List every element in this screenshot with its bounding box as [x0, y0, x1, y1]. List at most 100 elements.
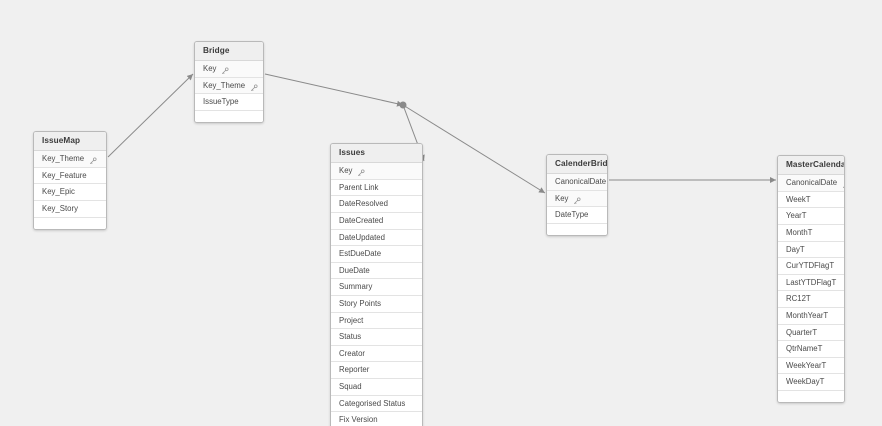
field-row[interactable]: Categorised Status: [331, 395, 422, 413]
field-label: Categorised Status: [339, 398, 406, 408]
field-label: WeekDayT: [786, 377, 825, 387]
field-label: EstDueDate: [339, 249, 382, 259]
field-label: DateResolved: [339, 199, 388, 209]
field-row[interactable]: Key: [331, 163, 422, 180]
table-card-calenderbridge[interactable]: CalenderBridgeCanonicalDateKeyDateType: [546, 154, 608, 236]
field-row[interactable]: IssueType: [195, 94, 263, 111]
key-icon: [357, 167, 365, 176]
field-label: Story Points: [339, 298, 382, 308]
field-row[interactable]: MonthT: [778, 224, 844, 242]
field-row[interactable]: CanonicalDate: [547, 174, 607, 191]
field-label: Key: [203, 64, 217, 74]
field-row[interactable]: Squad: [331, 378, 422, 396]
field-row[interactable]: DateCreated: [331, 212, 422, 230]
field-row[interactable]: Story Points: [331, 295, 422, 313]
key-icon: [573, 195, 581, 204]
field-row[interactable]: Summary: [331, 279, 422, 296]
field-label: Summary: [339, 282, 373, 292]
field-label: Key_Theme: [203, 80, 246, 90]
field-label: QuarterT: [786, 327, 818, 337]
field-row[interactable]: Reporter: [331, 362, 422, 379]
field-row[interactable]: DueDate: [331, 262, 422, 280]
field-row[interactable]: LastYTDFlagT: [778, 274, 844, 292]
field-row[interactable]: Project: [331, 312, 422, 330]
field-label: Fix Version: [339, 415, 378, 425]
field-row[interactable]: DateType: [547, 207, 607, 224]
field-row[interactable]: Key_Theme: [34, 151, 106, 168]
field-label: MonthYearT: [786, 310, 829, 320]
field-row[interactable]: Key: [547, 190, 607, 208]
field-label: MonthT: [786, 227, 813, 237]
table-footer-spacer: [547, 223, 607, 235]
field-row[interactable]: Key_Theme: [195, 77, 263, 95]
field-row[interactable]: WeekYearT: [778, 357, 844, 375]
field-label: Squad: [339, 381, 362, 391]
field-row[interactable]: WeekDayT: [778, 374, 844, 391]
field-row[interactable]: DateResolved: [331, 196, 422, 213]
field-row[interactable]: CanonicalDate: [778, 175, 844, 192]
field-label: Project: [339, 315, 364, 325]
key-icon: [221, 65, 229, 74]
field-label: Status: [339, 332, 362, 342]
table-footer-spacer: [195, 110, 263, 122]
field-row[interactable]: CurYTDFlagT: [778, 258, 844, 275]
field-row[interactable]: DayT: [778, 241, 844, 259]
field-label: LastYTDFlagT: [786, 277, 837, 287]
field-label: Key: [555, 193, 569, 203]
link-junction-to-calenderbridge[interactable]: [402, 104, 546, 194]
field-label: Key_Story: [42, 203, 78, 213]
field-row[interactable]: WeekT: [778, 191, 844, 209]
table-footer-spacer: [34, 217, 106, 229]
field-label: DateType: [555, 210, 589, 220]
link-issuemap-to-bridge[interactable]: [107, 73, 194, 158]
link-bridge-to-junction[interactable]: [264, 73, 404, 107]
field-row[interactable]: Creator: [331, 345, 422, 363]
field-row[interactable]: QuarterT: [778, 324, 844, 342]
field-label: WeekT: [786, 194, 811, 204]
field-label: IssueType: [203, 97, 239, 107]
field-label: WeekYearT: [786, 360, 827, 370]
link-junction-node[interactable]: [399, 101, 407, 109]
table-title-issuemap: IssueMap: [34, 132, 106, 152]
field-label: QtrNameT: [786, 344, 823, 354]
field-row[interactable]: Status: [331, 329, 422, 346]
table-title-mastercalendar: MasterCalendar: [778, 156, 844, 176]
field-label: Key_Epic: [42, 187, 75, 197]
table-title-calenderbridge: CalenderBridge: [547, 155, 607, 175]
field-row[interactable]: Key_Story: [34, 200, 106, 218]
field-row[interactable]: RC12T: [778, 291, 844, 308]
field-row[interactable]: Key_Feature: [34, 167, 106, 185]
table-footer-spacer: [778, 390, 844, 402]
key-icon: [250, 82, 258, 91]
field-row[interactable]: Parent Link: [331, 179, 422, 197]
table-title-issues: Issues: [331, 144, 422, 164]
field-label: CanonicalDate: [555, 177, 607, 187]
field-row[interactable]: Fix Version: [331, 412, 422, 426]
field-label: Key_Theme: [42, 154, 85, 164]
field-label: Parent Link: [339, 182, 379, 192]
field-row[interactable]: MonthYearT: [778, 307, 844, 325]
field-label: DateUpdated: [339, 232, 385, 242]
field-label: CanonicalDate: [786, 178, 838, 188]
field-row[interactable]: EstDueDate: [331, 246, 422, 263]
field-label: RC12T: [786, 294, 811, 304]
field-row[interactable]: YearT: [778, 208, 844, 225]
field-label: YearT: [786, 211, 807, 221]
table-title-bridge: Bridge: [195, 42, 263, 62]
field-label: DateCreated: [339, 215, 384, 225]
key-icon: [89, 155, 97, 164]
field-label: Creator: [339, 348, 365, 358]
field-row[interactable]: Key: [195, 61, 263, 78]
field-row[interactable]: QtrNameT: [778, 341, 844, 358]
field-label: CurYTDFlagT: [786, 261, 835, 271]
field-row[interactable]: DateUpdated: [331, 229, 422, 247]
field-label: DueDate: [339, 265, 370, 275]
field-row[interactable]: Key_Epic: [34, 184, 106, 201]
key-icon: [842, 179, 844, 188]
